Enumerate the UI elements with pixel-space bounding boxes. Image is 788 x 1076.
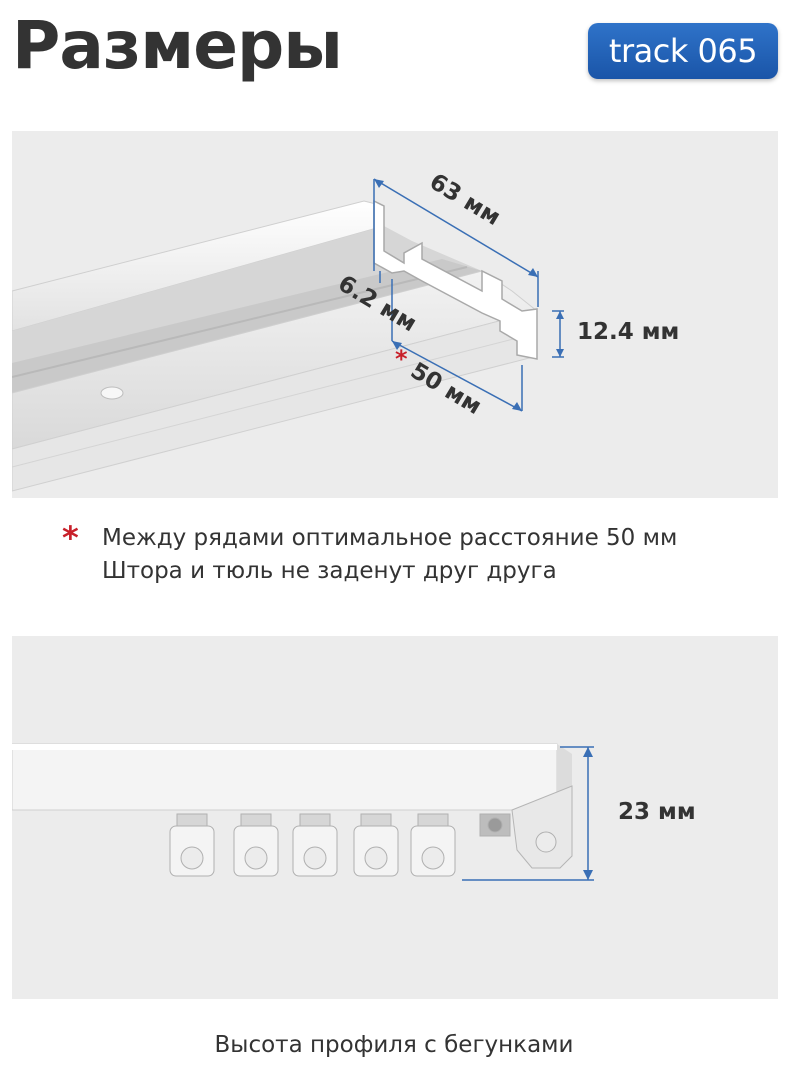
- note-line-1: Между рядами оптимальное расстояние 50 м…: [102, 525, 678, 551]
- dimension-height-label: 12.4 мм: [577, 319, 680, 345]
- profile-illustration: [12, 743, 594, 881]
- spacing-asterisk: *: [395, 345, 408, 373]
- page-title: Размеры: [12, 7, 343, 84]
- rail-dimensions-panel: 63 мм 6.2 мм 12.4 мм * 50 мм: [12, 131, 778, 498]
- profile-caption: Высота профиля с бегунками: [214, 1032, 574, 1058]
- profile-height-panel: 23 мм: [12, 636, 778, 999]
- spacing-note: * Между рядами оптимальное расстояние 50…: [62, 522, 766, 588]
- note-line-2: Штора и тюль не заденут друг друга: [102, 558, 557, 584]
- rail-illustration: [12, 178, 564, 492]
- note-asterisk: *: [62, 519, 79, 557]
- profile-height-label: 23 мм: [618, 799, 696, 825]
- product-badge: track 065: [588, 23, 778, 79]
